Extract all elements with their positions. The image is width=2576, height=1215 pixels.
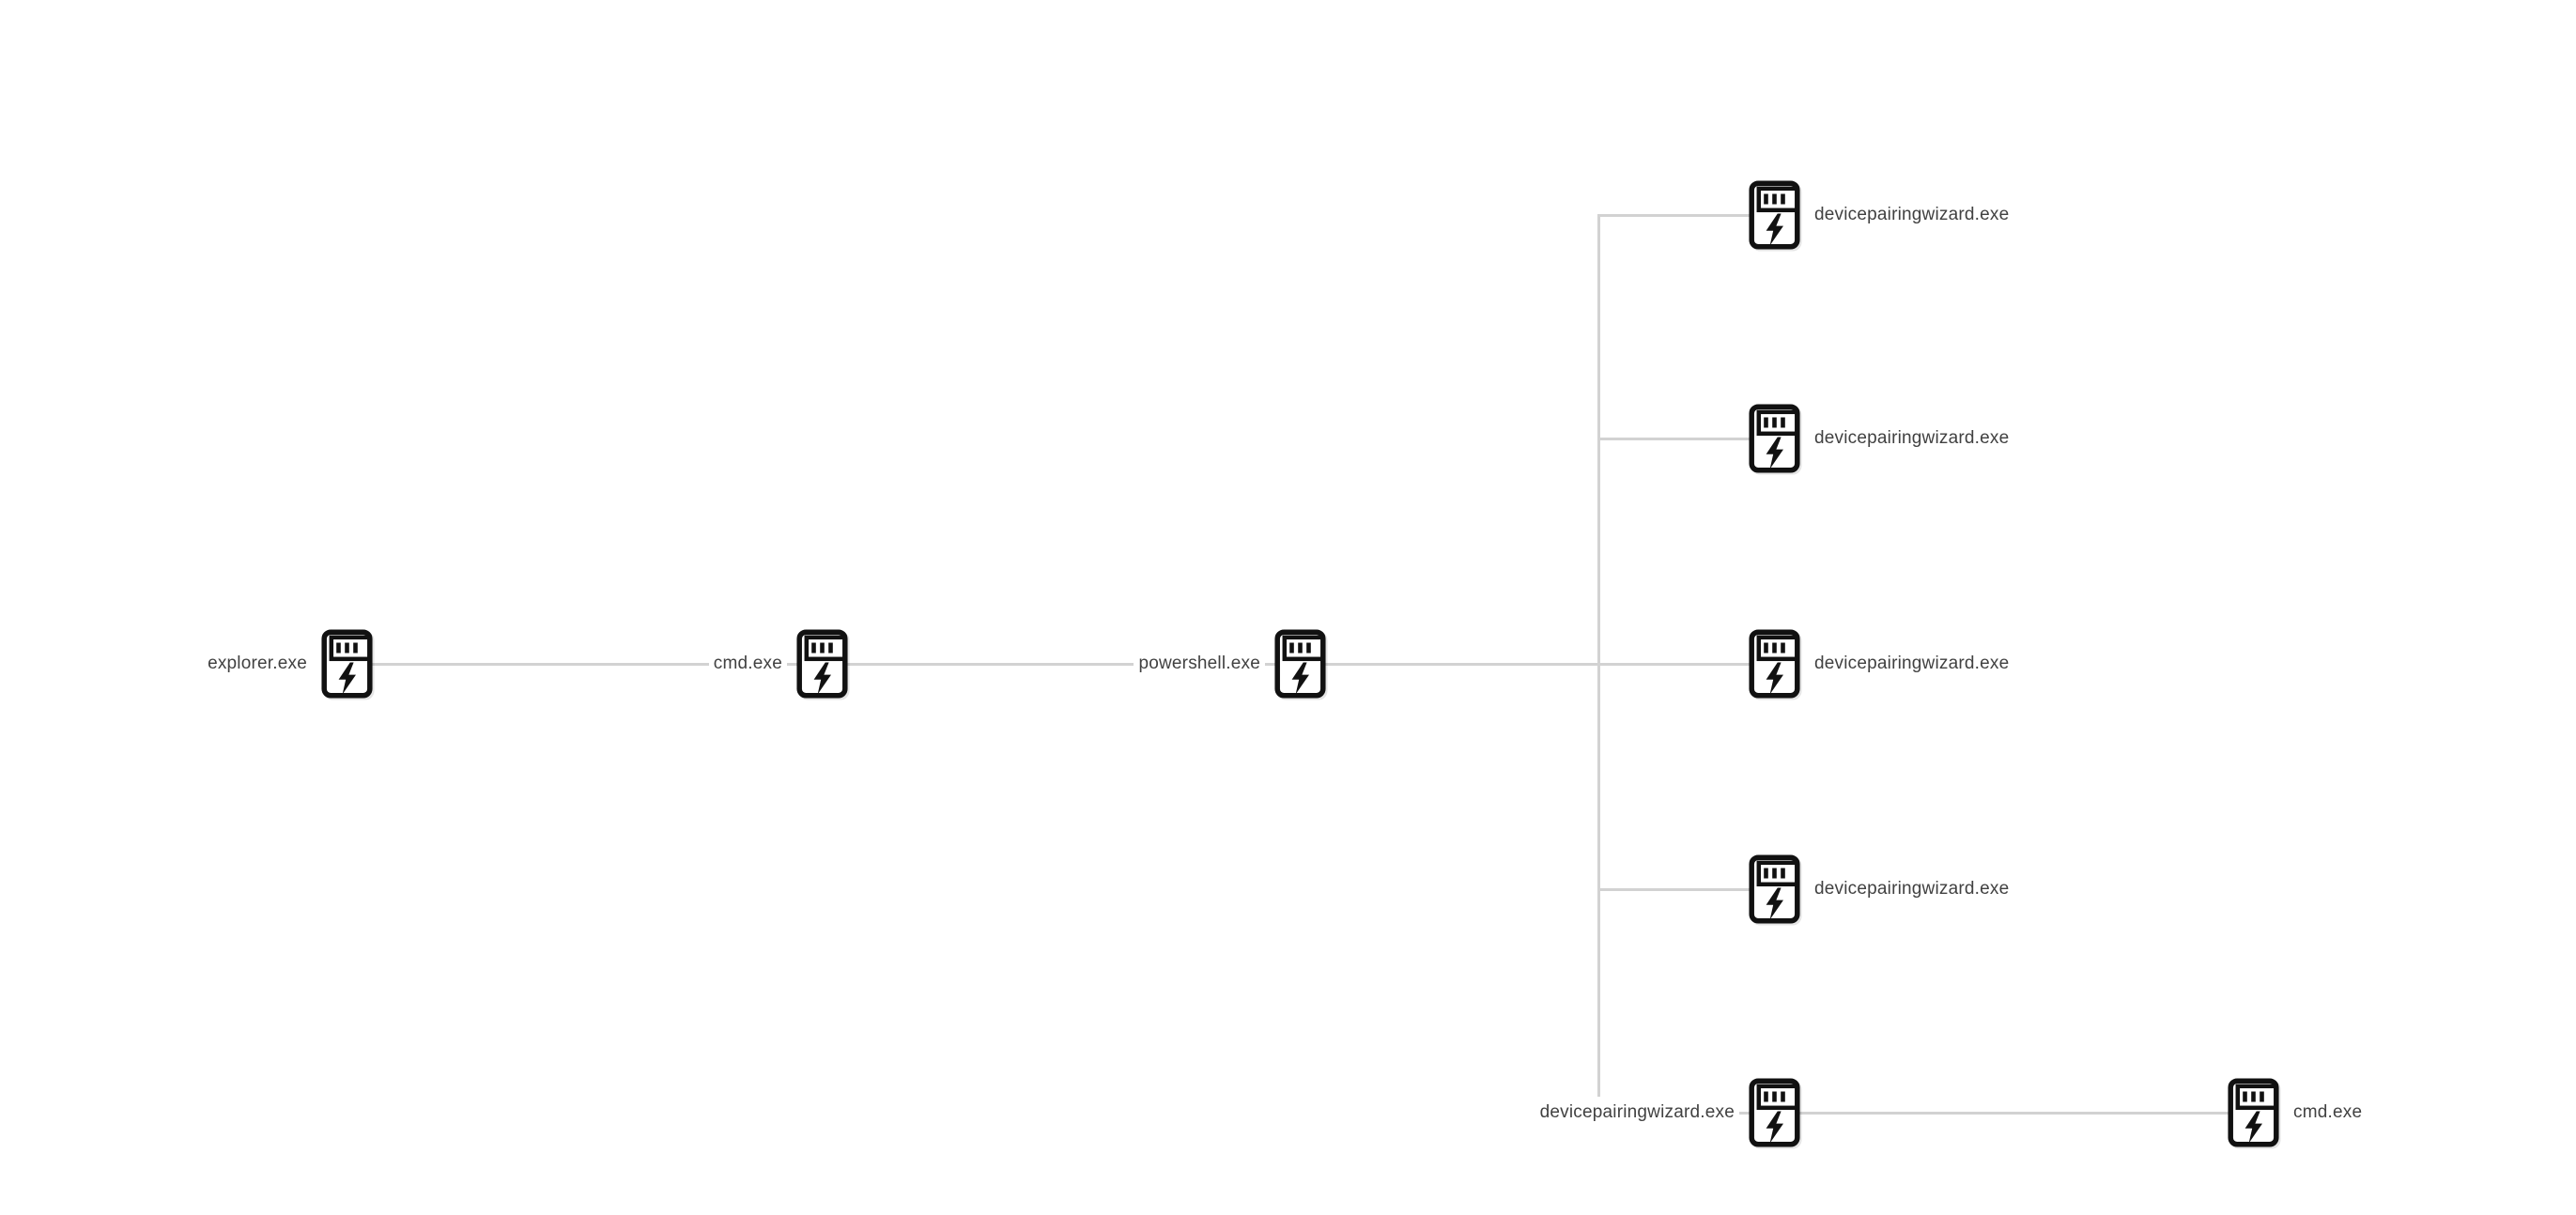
process-node-devicepairingwizard-5[interactable]: devicepairingwizard.exe: [1535, 1078, 1800, 1147]
process-label: devicepairingwizard.exe: [1810, 873, 2014, 905]
process-label: devicepairingwizard.exe: [1810, 423, 2014, 454]
process-node-devicepairingwizard-2[interactable]: devicepairingwizard.exe: [1749, 404, 2014, 473]
process-node-powershell[interactable]: powershell.exe: [1134, 629, 1326, 699]
process-executable-icon: [1749, 404, 1800, 473]
edge-branch-devicepairingwizard-2: [1598, 437, 1775, 440]
process-label: devicepairingwizard.exe: [1535, 1097, 1739, 1129]
process-node-devicepairingwizard-1[interactable]: devicepairingwizard.exe: [1749, 180, 2014, 250]
edge-powershell-children-trunk: [1597, 213, 1600, 1115]
process-executable-icon: [1749, 629, 1800, 699]
process-executable-icon: [1274, 629, 1326, 699]
process-executable-icon: [2228, 1078, 2279, 1147]
process-label: cmd.exe: [2289, 1097, 2368, 1129]
process-executable-icon: [796, 629, 848, 699]
process-node-cmd-2[interactable]: cmd.exe: [2228, 1078, 2368, 1147]
edge-branch-devicepairingwizard-1: [1598, 213, 1775, 217]
process-label: explorer.exe: [203, 648, 312, 680]
process-executable-icon: [1749, 1078, 1800, 1147]
process-label: devicepairingwizard.exe: [1810, 648, 2014, 680]
edge-explorer-to-children-row: [347, 662, 1774, 666]
process-node-devicepairingwizard-4[interactable]: devicepairingwizard.exe: [1749, 854, 2014, 924]
process-label: powershell.exe: [1134, 648, 1265, 680]
process-node-cmd-1[interactable]: cmd.exe: [708, 629, 848, 699]
process-node-explorer[interactable]: explorer.exe: [203, 629, 373, 699]
process-label: devicepairingwizard.exe: [1810, 199, 2014, 231]
process-executable-icon: [321, 629, 373, 699]
edge-branch-devicepairingwizard-4: [1598, 887, 1775, 891]
edge-branch-devicepairingwizard-5-to-cmd-2: [1598, 1111, 2254, 1115]
process-executable-icon: [1749, 180, 1800, 250]
process-label: cmd.exe: [708, 648, 787, 680]
process-node-devicepairingwizard-3[interactable]: devicepairingwizard.exe: [1749, 629, 2014, 699]
process-executable-icon: [1749, 854, 1800, 924]
